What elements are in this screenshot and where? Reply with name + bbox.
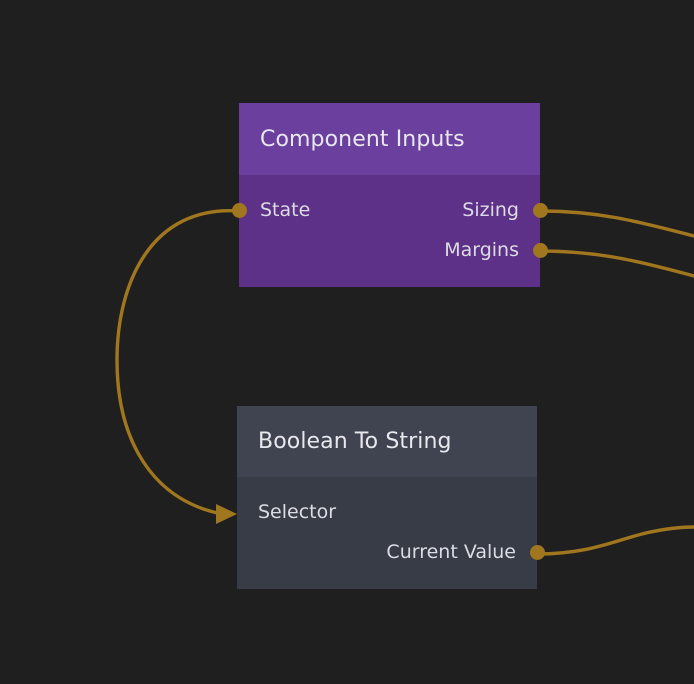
edge-margins-out — [538, 249, 694, 278]
node-body-boolean-to-string: Selector Current Value — [237, 477, 545, 589]
port-dot-current-value[interactable] — [529, 544, 545, 560]
node-body-component-inputs: State Sizing Margins — [231, 175, 548, 287]
port-dot-sizing[interactable] — [532, 202, 548, 218]
edge-sizing-out — [538, 209, 694, 238]
port-row-state[interactable]: State — [231, 197, 540, 223]
port-label-selector: Selector — [258, 501, 337, 523]
port-row-margins[interactable]: Margins — [239, 237, 548, 263]
port-dot-state[interactable] — [231, 202, 247, 218]
node-title: Boolean To String — [258, 429, 452, 454]
port-label-sizing: Sizing — [462, 199, 519, 221]
port-label-state: State — [260, 199, 311, 221]
node-component-inputs[interactable]: Component Inputs State Sizing Margins — [231, 103, 548, 287]
port-label-margins: Margins — [444, 239, 519, 261]
node-boolean-to-string[interactable]: Boolean To String Selector Current Value — [237, 406, 545, 589]
edge-current-value-out — [535, 525, 694, 556]
port-row-current-value[interactable]: Current Value — [237, 539, 545, 565]
node-title: Component Inputs — [260, 126, 465, 152]
node-header-boolean-to-string[interactable]: Boolean To String — [237, 406, 537, 477]
edge-state-to-selector — [115, 209, 241, 516]
port-label-current-value: Current Value — [386, 541, 516, 563]
port-dot-margins[interactable] — [532, 242, 548, 258]
edge-arrowhead-selector — [216, 504, 237, 524]
node-header-component-inputs[interactable]: Component Inputs — [239, 103, 540, 175]
port-row-sizing[interactable]: Sizing — [239, 197, 548, 223]
port-row-selector[interactable]: Selector — [237, 499, 537, 525]
